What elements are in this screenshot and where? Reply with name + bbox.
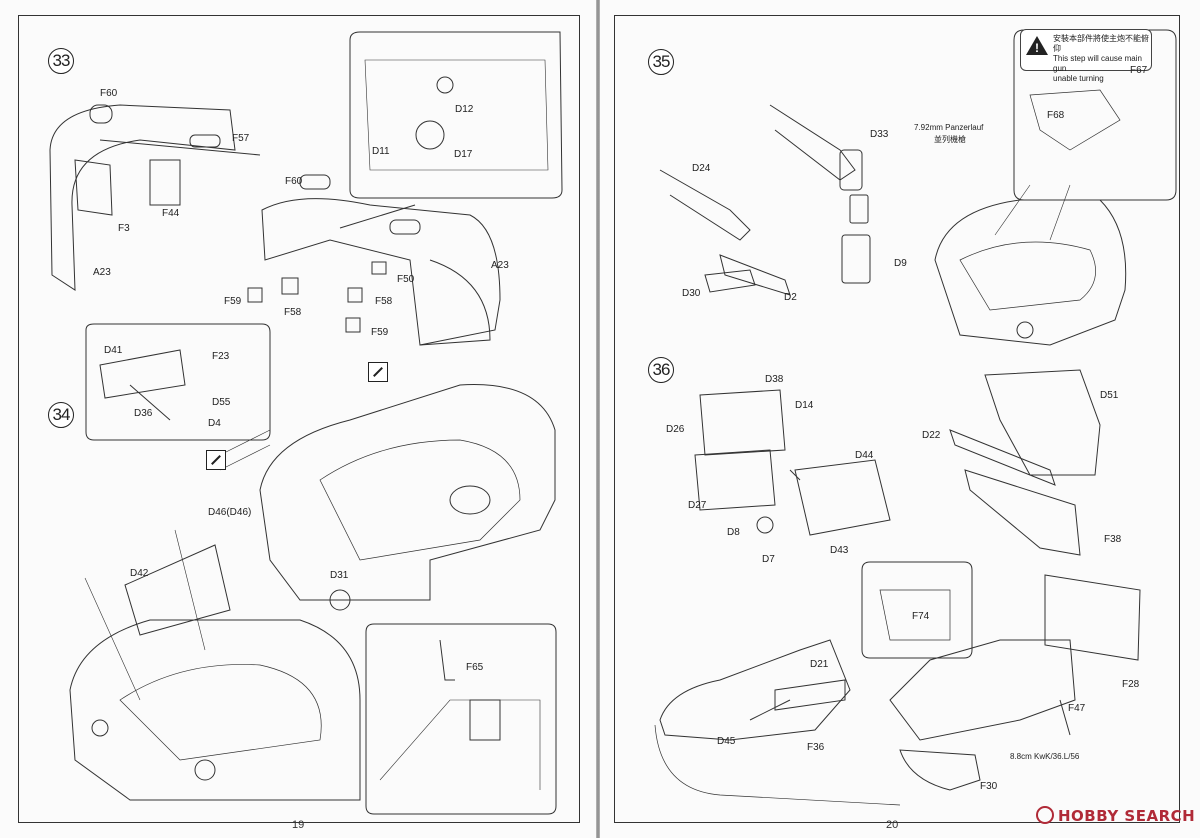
warning-line: 安裝本部件將使主炮不能俯仰 [1053, 34, 1149, 53]
exclamation-triangle-icon: ! [1026, 36, 1048, 55]
part-label: F44 [162, 208, 180, 219]
part-label: F60 [285, 176, 303, 187]
part-label: D14 [795, 400, 814, 411]
part-label: D31 [330, 570, 349, 581]
part-label: D51 [1100, 390, 1119, 401]
part-label: D33 [870, 129, 889, 140]
spine-gutter [596, 0, 600, 838]
page-frame [18, 15, 580, 823]
part-label: F3 [118, 223, 130, 234]
part-label: D24 [692, 163, 711, 174]
part-label: D46(D46) [208, 507, 252, 518]
watermark-text: HOBBY SEARCH [1058, 807, 1196, 825]
part-label: D11 [372, 146, 390, 157]
part-label: D21 [810, 659, 829, 670]
step-number-35: 35 [648, 49, 674, 75]
part-label: F28 [1122, 679, 1140, 690]
part-label: F50 [397, 274, 415, 285]
part-label: D43 [830, 545, 849, 556]
cut-icon [368, 362, 388, 382]
part-label: F68 [1047, 110, 1065, 121]
part-label: D27 [688, 500, 707, 511]
page-left: 33 34 F60 F57 F44 F3 A23 D12 D11 D17 F60… [0, 0, 596, 838]
part-label: F57 [232, 133, 250, 144]
part-label: F65 [466, 662, 484, 673]
page-number: 19 [292, 819, 305, 831]
part-label: D22 [922, 430, 941, 441]
part-label: D38 [765, 374, 784, 385]
part-label: D2 [784, 292, 797, 303]
part-label: D9 [894, 258, 907, 269]
part-label: D36 [134, 408, 153, 419]
part-label: D45 [717, 736, 736, 747]
gun-note: 8.8cm KwK/36.L/56 [1010, 752, 1080, 761]
part-label: D12 [455, 104, 474, 115]
part-label: D30 [682, 288, 701, 299]
part-label: F23 [212, 351, 230, 362]
part-label: F74 [912, 611, 930, 622]
right-page-line-art [654, 29, 1177, 806]
part-label: D55 [212, 397, 231, 408]
warning-line: unable turning [1053, 74, 1104, 83]
mg-note: 7.92mm Panzerlauf [914, 123, 984, 132]
part-label: D26 [666, 424, 685, 435]
part-label: D42 [130, 568, 149, 579]
part-label: D8 [727, 527, 740, 538]
part-label: F67 [1130, 65, 1148, 76]
part-label: F59 [371, 327, 389, 338]
part-label: F60 [100, 88, 118, 99]
part-label: F58 [284, 307, 302, 318]
part-label: F36 [807, 742, 825, 753]
page-frame [614, 15, 1180, 823]
mg-note: 並列機槍 [934, 135, 966, 144]
part-label: D41 [104, 345, 123, 356]
part-label: A23 [491, 260, 509, 271]
part-label: A23 [93, 267, 111, 278]
part-label: D44 [855, 450, 874, 461]
part-label: F47 [1068, 703, 1086, 714]
part-label: F30 [980, 781, 998, 792]
left-page-line-art [49, 31, 563, 815]
step-number-36: 36 [648, 357, 674, 383]
hobby-search-logo-icon [1036, 806, 1054, 824]
warning-box: ! 安裝本部件將使主炮不能俯仰 This step will cause mai… [1020, 29, 1152, 83]
part-label: F59 [224, 296, 242, 307]
part-label: F38 [1104, 534, 1122, 545]
warning-text: 安裝本部件將使主炮不能俯仰 This step will cause main … [1053, 34, 1151, 84]
warning-line: This step will cause main gun [1053, 54, 1142, 73]
part-label: D7 [762, 554, 775, 565]
step-number-34: 34 [48, 402, 74, 428]
part-label: F58 [375, 296, 393, 307]
cut-icon [206, 450, 226, 470]
part-label: D4 [208, 418, 221, 429]
watermark: HOBBY SEARCH [1036, 806, 1195, 825]
part-label: D17 [454, 149, 473, 160]
page-number: 20 [886, 819, 899, 831]
page-right: 35 36 ! 安裝本部件將使主炮不能俯仰 This step will cau… [600, 0, 1200, 838]
step-number-33: 33 [48, 48, 74, 74]
